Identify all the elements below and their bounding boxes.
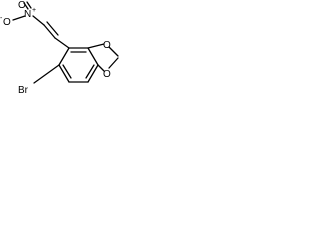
bond-c3-o-bottom: [97, 64, 105, 72]
bond-vinyl-double-1: [43, 24, 56, 39]
bond-n-o-double-1: [23, 2, 29, 10]
ring-bond-c3-c4: [87, 64, 99, 83]
bond-o-bottom-ch2: [108, 57, 119, 69]
bond-n-o-double-2: [26, 1, 32, 9]
bond-vinyl-n: [32, 15, 45, 26]
bond-n-o-minus: [12, 15, 26, 21]
bond-c1-vinyl: [54, 37, 70, 49]
atom-label-nitrogen: N: [24, 9, 31, 20]
ring-double-bond-inner-3: [62, 64, 72, 79]
ring-double-bond-inner-2: [85, 64, 95, 79]
ring-bond-c2-c3: [87, 47, 99, 66]
ring-bond-c5-c6: [58, 64, 70, 83]
bond-vinyl-double-2: [46, 21, 59, 36]
bond-ring-br: [33, 64, 60, 84]
atom-label-o-minus: O: [3, 17, 11, 28]
ring-bond-c6-c1: [58, 47, 70, 66]
benzene-ring: [58, 47, 99, 83]
chemical-structure: O - N + O Br O O: [0, 0, 119, 96]
charge-plus: +: [32, 7, 36, 14]
bond-o-top-ch2: [108, 46, 119, 57]
dioxole-ring: [87, 43, 119, 72]
atom-label-oxygen-bottom: O: [103, 69, 111, 80]
atom-label-oxygen-top: O: [103, 40, 111, 51]
bond-c2-o-top: [87, 43, 105, 49]
atom-label-bromine: Br: [18, 85, 29, 96]
atom-label-nitro-oxygen: O: [18, 0, 26, 11]
charge-minus: -: [0, 15, 3, 22]
